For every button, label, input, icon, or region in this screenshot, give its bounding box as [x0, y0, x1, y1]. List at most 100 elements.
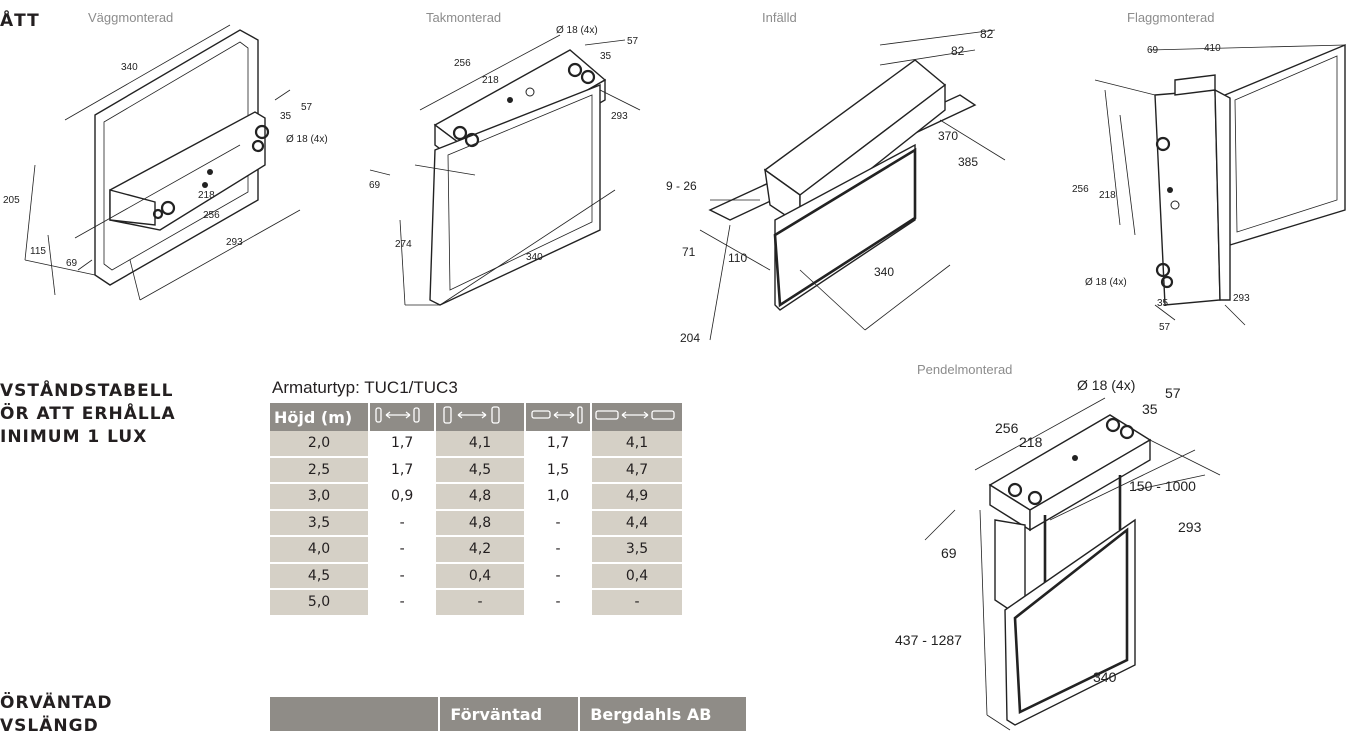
dim-hole-18: Ø 18 (4x): [286, 134, 328, 145]
dim-hole-18: Ø 18 (4x): [556, 25, 598, 36]
height-cell: 2,5: [270, 456, 371, 484]
dim-385: 385: [958, 155, 978, 169]
dim-width-340: 340: [121, 62, 138, 73]
height-cell: 2,0: [270, 431, 371, 458]
recessed-drawing: 82 82 370 385 9 - 26 71 110 340 204: [666, 27, 1006, 345]
distance-cell: 4,8: [435, 483, 527, 511]
height-cell: 3,5: [270, 509, 371, 537]
dim-35: 35: [1157, 298, 1169, 309]
pendant-mounted-drawing: Ø 18 (4x) 57 35 256 218 150 - 1000 293 6…: [895, 377, 1221, 731]
view-title-infalld: Infälld: [762, 10, 797, 25]
dim-218: 218: [198, 190, 215, 201]
table-row: 5,0----: [270, 589, 685, 617]
distance-cell: -: [525, 536, 592, 564]
dim-293: 293: [1178, 519, 1202, 535]
distance-cell: -: [369, 562, 437, 590]
dim-256: 256: [203, 210, 220, 221]
dim-69: 69: [66, 258, 78, 269]
dim-35: 35: [280, 111, 292, 122]
dim-205: 205: [3, 195, 20, 206]
dim-293: 293: [226, 237, 243, 248]
dim-35: 35: [1142, 401, 1158, 417]
distance-cell: -: [435, 589, 527, 617]
luminaire-sketch: [24, 24, 301, 301]
distance-table: Höjd (m): [270, 403, 685, 617]
distance-cell: 1,7: [369, 431, 437, 458]
distance-cell: -: [525, 589, 592, 617]
luminaire-sketch: [369, 34, 641, 306]
dim-218: 218: [1019, 434, 1043, 450]
distance-cell: 0,4: [590, 562, 685, 590]
distance-cell: 1,7: [525, 431, 592, 458]
column-header-empty: [270, 697, 441, 731]
dim-57: 57: [301, 102, 313, 113]
dim-71: 71: [682, 245, 696, 259]
side-to-end-icon: [531, 406, 583, 424]
column-header-bergdahls: Bergdahls AB: [579, 697, 748, 731]
column-header-side-to-end: [525, 403, 592, 431]
distance-cell: 4,8: [435, 509, 527, 537]
dim-9-26: 9 - 26: [666, 179, 697, 193]
dim-69: 69: [941, 545, 957, 561]
dim-150-1000: 150 - 1000: [1129, 478, 1196, 494]
height-cell: 4,5: [270, 562, 371, 590]
distance-cell: 4,1: [590, 431, 685, 458]
flag-mounted-drawing: 69 410 256 218 Ø 18 (4x) 35 57 293: [1072, 43, 1346, 333]
ceiling-mounted-drawing: Ø 18 (4x) 57 256 35 218 293 69 274 340: [369, 25, 641, 306]
height-cell: 3,0: [270, 483, 371, 511]
section-heading-matt: ÅTT: [0, 11, 40, 31]
heading-line: INIMUM 1 LUX: [0, 427, 148, 447]
height-cell: 4,0: [270, 536, 371, 564]
column-header-end-to-end-wide: [435, 403, 527, 431]
heading-line: ÖR ATT ERHÅLLA: [0, 404, 176, 424]
distance-cell: 4,1: [435, 431, 527, 458]
distance-cell: 0,9: [369, 483, 437, 511]
distance-cell: 4,5: [435, 456, 527, 484]
table-row: 3,5-4,8-4,4: [270, 509, 685, 537]
distance-cell: -: [369, 509, 437, 537]
dim-hole-18: Ø 18 (4x): [1077, 377, 1135, 393]
heading-line: VSLÄNGD: [0, 716, 99, 736]
section-heading-avstandstabell: VSTÅNDSTABELL ÖR ATT ERHÅLLA INIMUM 1 LU…: [0, 380, 176, 449]
section-heading-forvantad: ÖRVÄNTAD VSLÄNGD: [0, 692, 112, 738]
dim-410: 410: [1204, 43, 1221, 54]
dim-hole-18: Ø 18 (4x): [1085, 277, 1127, 288]
table-header-row: Höjd (m): [270, 403, 685, 431]
dim-35: 35: [600, 51, 612, 62]
distance-cell: -: [590, 589, 685, 617]
dim-115: 115: [30, 246, 46, 257]
table-row: 4,5-0,4-0,4: [270, 562, 685, 590]
dim-293: 293: [1233, 293, 1250, 304]
end-to-end-icon: [375, 407, 420, 423]
distance-cell: -: [369, 536, 437, 564]
table-row: 4,0-4,2-3,5: [270, 536, 685, 564]
side-to-side-icon: [595, 410, 675, 420]
dim-82-top: 82: [980, 27, 994, 41]
height-cell: 5,0: [270, 589, 371, 617]
dim-370: 370: [938, 129, 958, 143]
dim-204: 204: [680, 331, 700, 345]
view-title-vaggmonterad: Väggmonterad: [88, 10, 174, 25]
dim-340: 340: [874, 265, 894, 279]
luminaire-sketch: [1094, 43, 1346, 326]
dim-340: 340: [1093, 669, 1117, 685]
dim-340: 340: [526, 252, 543, 263]
view-title-takmonterad: Takmonterad: [426, 10, 502, 25]
distance-cell: -: [525, 562, 592, 590]
column-header-forvantad: Förväntad: [439, 697, 581, 731]
dim-82: 82: [951, 44, 965, 58]
dim-57: 57: [627, 36, 639, 47]
distance-cell: 1,5: [525, 456, 592, 484]
dim-256: 256: [1072, 184, 1089, 195]
expected-lifetime-table: Förväntad Bergdahls AB: [270, 697, 748, 731]
distance-cell: 4,7: [590, 456, 685, 484]
dim-293: 293: [611, 111, 628, 122]
dim-274: 274: [395, 239, 412, 250]
column-header-end-to-end: [369, 403, 437, 431]
distance-cell: 1,0: [525, 483, 592, 511]
dim-256: 256: [454, 58, 471, 69]
dim-437-1287: 437 - 1287: [895, 632, 962, 648]
distance-cell: 3,5: [590, 536, 685, 564]
